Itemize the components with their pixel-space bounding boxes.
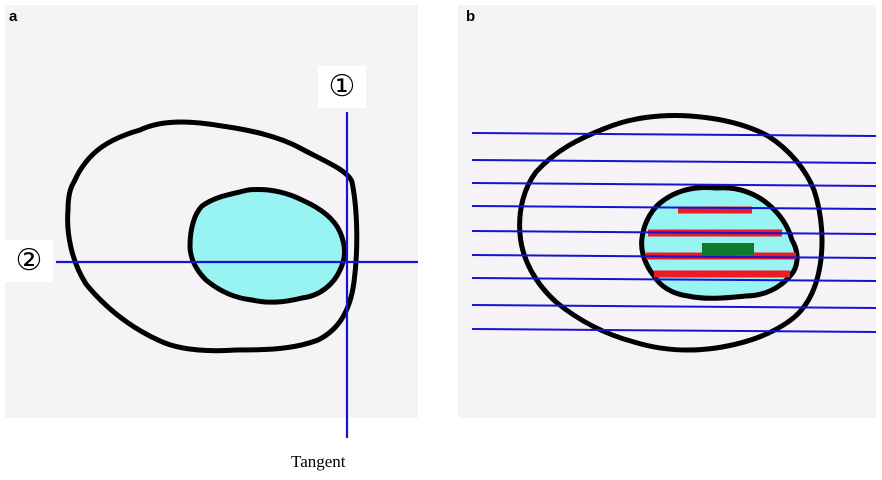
scan-line-7 <box>471 277 877 282</box>
scan-line-5 <box>471 230 877 235</box>
panel-b-tumor <box>639 185 800 301</box>
scan-line-1 <box>471 132 877 137</box>
scan-line-6 <box>471 254 877 259</box>
panel-b-green-block <box>702 243 754 255</box>
marker-1: ① <box>318 66 366 108</box>
marker-2: ② <box>5 240 53 282</box>
panel-a-tumor <box>187 187 347 305</box>
panel-b-label: b <box>466 8 476 25</box>
scan-line-4 <box>471 205 877 210</box>
scan-line-9 <box>471 328 877 333</box>
panel-a-outer-contour <box>65 119 360 354</box>
scan-line-3 <box>471 182 877 187</box>
tangent-caption: Tangent <box>291 452 346 471</box>
panel-b-scan-lines <box>471 132 877 333</box>
scan-line-2 <box>471 159 877 164</box>
panel-b-outer-contour <box>517 113 825 353</box>
panel-a-label: a <box>9 8 18 25</box>
scan-line-8 <box>471 304 877 309</box>
